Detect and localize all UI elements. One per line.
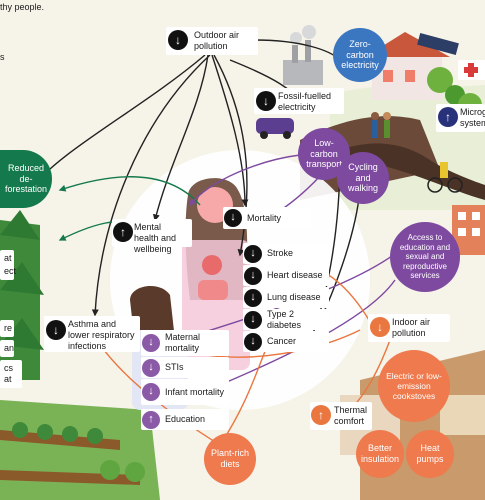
top-left-text: thy people. bbox=[0, 2, 45, 12]
arrow-down-icon: ↓ bbox=[244, 244, 262, 263]
better-insulation-circle: Better insulation bbox=[356, 430, 404, 478]
arrow-up-icon: ↑ bbox=[311, 405, 331, 425]
cookstoves-circle: Electric or low-emission cookstoves bbox=[378, 350, 450, 422]
arrow-down-icon: ↓ bbox=[142, 334, 160, 352]
arrow-up-icon: ↑ bbox=[438, 107, 458, 127]
lung-disease-label: ↓ Lung disease bbox=[243, 287, 329, 308]
zero-carbon-electricity-circle: Zero-carbon electricity bbox=[333, 28, 387, 82]
left-fragment: s bbox=[0, 52, 5, 62]
left-fragment: ect bbox=[0, 263, 16, 280]
arrow-up-icon: ↑ bbox=[113, 222, 133, 242]
reduced-deforestation-circle: Reduced de-forestation bbox=[0, 150, 52, 208]
arrow-down-icon: ↓ bbox=[46, 320, 66, 340]
access-education-circle: Access to education and sexual and repro… bbox=[390, 222, 460, 292]
stroke-label: ↓ Stroke bbox=[243, 243, 329, 264]
heat-pumps-circle: Heat pumps bbox=[406, 430, 454, 478]
arrow-down-icon: ↓ bbox=[142, 383, 160, 401]
arrow-down-icon: ↓ bbox=[168, 30, 188, 50]
arrow-down-icon: ↓ bbox=[244, 266, 262, 285]
maternal-mortality-label: ↓ Maternal mortality bbox=[141, 330, 229, 356]
infant-mortality-label: ↓ Infant mortality bbox=[141, 379, 229, 405]
mortality-label: ↓ Mortality bbox=[223, 207, 311, 229]
type2-diabetes-label: ↓ Type 2 diabetes bbox=[243, 309, 329, 330]
arrow-down-icon: ↓ bbox=[256, 91, 276, 111]
cycling-walking-circle: Cycling and walking bbox=[337, 152, 389, 204]
education-label: ↑ Education bbox=[141, 409, 229, 430]
left-fragment: cs at bbox=[0, 360, 22, 388]
arrow-down-icon: ↓ bbox=[142, 358, 160, 377]
stis-label: ↓ STIs bbox=[141, 357, 229, 378]
arrow-down-icon: ↓ bbox=[244, 332, 262, 351]
arrow-up-icon: ↑ bbox=[142, 410, 160, 429]
arrow-down-icon: ↓ bbox=[244, 310, 262, 329]
arrow-down-icon: ↓ bbox=[370, 317, 390, 337]
arrow-down-icon: ↓ bbox=[224, 209, 242, 227]
cancer-label: ↓ Cancer bbox=[243, 331, 329, 352]
plant-rich-diets-circle: Plant-rich diets bbox=[204, 433, 256, 485]
heart-disease-label: ↓ Heart disease bbox=[243, 265, 329, 286]
left-fragment: re bbox=[0, 320, 14, 337]
left-fragment: at bbox=[0, 250, 14, 267]
left-fragment: an bbox=[0, 340, 14, 357]
arrow-down-icon: ↓ bbox=[244, 288, 262, 307]
